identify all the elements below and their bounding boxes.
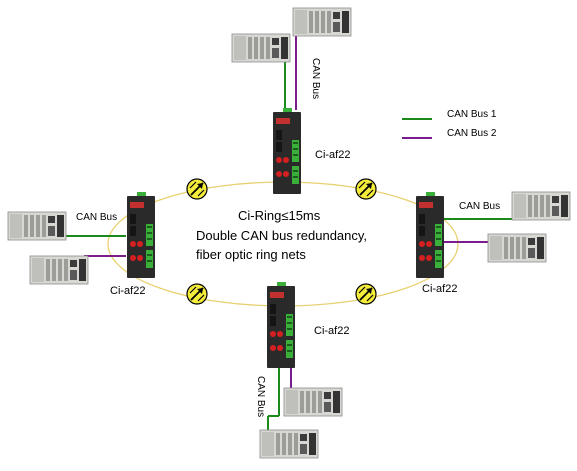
left-converter-device: [127, 192, 155, 278]
plc-device-icon: [487, 233, 547, 263]
fiber-connector-icon: [186, 178, 208, 200]
bottom-can-bus-label: CAN Bus: [255, 376, 266, 417]
right-can-bus-label: CAN Bus: [459, 201, 500, 212]
right-converter-device: [416, 192, 444, 278]
bottom-device-label: Ci-af22: [314, 325, 349, 337]
plc-device-icon: [292, 7, 352, 37]
plc-device-icon: [259, 429, 319, 459]
fiber-connector-icon: [186, 283, 208, 305]
top-device-label: Ci-af22: [315, 149, 350, 161]
left-can-bus-label: CAN Bus: [76, 212, 117, 223]
fiber-connector-icon: [355, 283, 377, 305]
legend-bus2-label: CAN Bus 2: [447, 128, 497, 139]
top-converter-device: [273, 108, 301, 194]
plc-device-icon: [283, 387, 343, 417]
legend-bus1-label: CAN Bus 1: [447, 109, 497, 120]
top-can-bus-label: CAN Bus: [310, 58, 321, 99]
plc-device-icon: [511, 191, 571, 221]
ring-title: Ci-Ring≤15ms: [238, 208, 321, 223]
ring-description-line1: Double CAN bus redundancy,: [196, 228, 367, 243]
plc-device-icon: [7, 211, 67, 241]
left-device-label: Ci-af22: [110, 285, 145, 297]
plc-device-icon: [231, 33, 291, 63]
right-device-label: Ci-af22: [422, 283, 457, 295]
ring-description-line2: fiber optic ring nets: [196, 247, 306, 262]
bottom-converter-device: [267, 282, 295, 368]
fiber-connector-icon: [355, 178, 377, 200]
plc-device-icon: [29, 255, 89, 285]
